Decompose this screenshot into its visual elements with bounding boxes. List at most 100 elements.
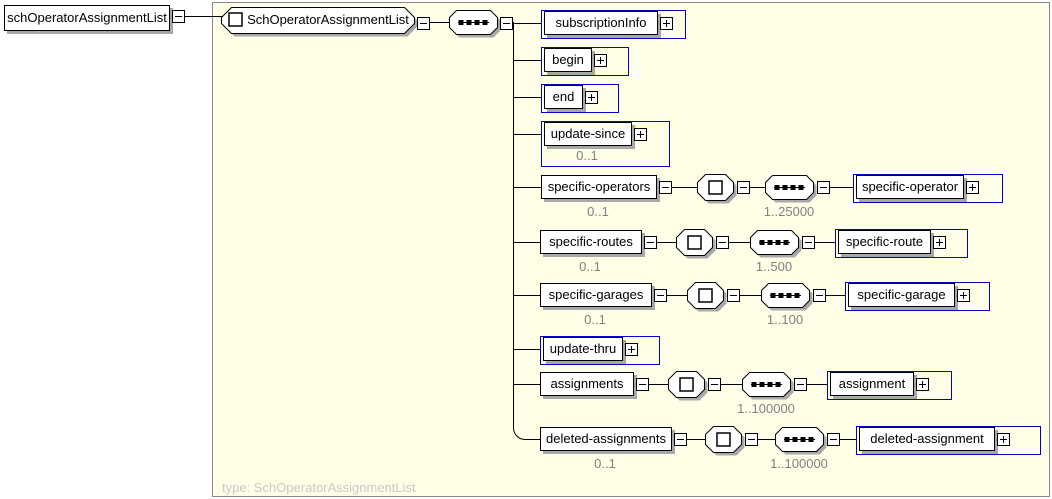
expand-toggle[interactable]: [966, 181, 979, 194]
collapse-toggle[interactable]: [716, 236, 729, 249]
connector-line: [740, 295, 761, 296]
cardinality-label: 1..25000: [763, 204, 815, 219]
complextype-icon: [697, 174, 737, 204]
element-begin[interactable]: begin: [544, 48, 592, 72]
complextype-icon: [676, 229, 716, 259]
collapse-toggle[interactable]: [417, 17, 430, 30]
connector-line: [514, 242, 541, 243]
expand-toggle[interactable]: [625, 343, 638, 356]
cardinality-label: 1..100: [766, 312, 804, 327]
cardinality-label: 0..1: [584, 312, 606, 327]
element-frame: [827, 371, 952, 400]
sequence-icon: [765, 175, 817, 203]
element-specific-operators[interactable]: specific-operators: [541, 175, 657, 199]
element-specific-operator[interactable]: specific-operator: [856, 175, 964, 199]
element-frame: [540, 336, 660, 365]
connector-line: [758, 439, 775, 440]
element-deleted-assignment[interactable]: deleted-assignment: [859, 427, 995, 451]
element-deleted-assignments[interactable]: deleted-assignments: [540, 427, 672, 451]
element-frame: [856, 426, 1041, 455]
collapse-toggle[interactable]: [827, 433, 840, 446]
cardinality-label: 1..500: [755, 259, 793, 274]
cardinality-label: 1..100000: [737, 401, 795, 416]
element-update-thru[interactable]: update-thru: [543, 337, 623, 361]
global-element-box[interactable]: schOperatorAssignmentList: [4, 5, 170, 31]
cardinality-label: 0..1: [587, 204, 609, 219]
element-frame: [845, 282, 990, 311]
collapse-toggle[interactable]: [708, 378, 721, 391]
expand-toggle[interactable]: [997, 433, 1010, 446]
cardinality-label: 0..1: [594, 456, 616, 471]
sequence-icon: [449, 10, 501, 38]
connector-line: [729, 242, 750, 243]
connector-line: [750, 187, 765, 188]
element-frame: [835, 229, 968, 258]
sequence-icon: [761, 283, 813, 311]
element-frame: [541, 10, 686, 39]
connector-line: [514, 349, 541, 350]
collapse-toggle[interactable]: [644, 236, 657, 249]
connector-line: [184, 16, 224, 17]
connector-line: [514, 60, 542, 61]
element-specific-garages[interactable]: specific-garages: [540, 283, 652, 307]
element-assignment[interactable]: assignment: [830, 372, 914, 396]
connector-line: [649, 384, 668, 385]
collapse-toggle[interactable]: [636, 378, 649, 391]
collapse-toggle[interactable]: [654, 289, 667, 302]
expand-toggle[interactable]: [933, 236, 946, 249]
element-frame: [853, 174, 1003, 203]
collapse-toggle[interactable]: [172, 10, 185, 23]
expand-toggle[interactable]: [594, 54, 607, 67]
expand-toggle[interactable]: [634, 128, 647, 141]
connector-line: [721, 384, 742, 385]
connector-line: [807, 384, 827, 385]
collapse-toggle[interactable]: [659, 181, 672, 194]
collapse-toggle[interactable]: [817, 181, 830, 194]
sequence-icon: [775, 427, 827, 455]
sequence-icon: [750, 230, 802, 258]
connector-line: [657, 242, 676, 243]
connector-line: [687, 439, 705, 440]
connector-line: [514, 134, 542, 135]
cardinality-label: 0..1: [579, 259, 601, 274]
complextype-icon: [668, 371, 708, 401]
cardinality-label: 0..1: [576, 148, 598, 163]
element-specific-route[interactable]: specific-route: [838, 230, 931, 254]
connector-line: [514, 97, 542, 98]
expand-toggle[interactable]: [957, 289, 970, 302]
element-subscriptionInfo[interactable]: subscriptionInfo: [544, 11, 658, 35]
tree-trunk-line: [513, 22, 514, 428]
connector-line: [840, 439, 856, 440]
collapse-toggle[interactable]: [794, 378, 807, 391]
expand-toggle[interactable]: [916, 378, 929, 391]
expand-toggle[interactable]: [585, 91, 598, 104]
element-specific-garage[interactable]: specific-garage: [848, 283, 955, 307]
collapse-toggle[interactable]: [813, 289, 826, 302]
element-end[interactable]: end: [544, 85, 583, 109]
complextype-icon: [228, 12, 243, 27]
connector-line: [526, 439, 541, 440]
connector-line: [667, 295, 687, 296]
element-frame: [541, 84, 619, 113]
root-element-box[interactable]: SchOperatorAssignmentList: [221, 7, 419, 37]
type-caption: type: SchOperatorAssignmentList: [222, 480, 416, 495]
connector-line: [672, 187, 697, 188]
connector-line: [514, 187, 542, 188]
connector-line: [815, 242, 835, 243]
collapse-toggle[interactable]: [802, 236, 815, 249]
element-update-since[interactable]: update-since: [544, 122, 632, 146]
connector-line: [830, 187, 853, 188]
collapse-toggle[interactable]: [727, 289, 740, 302]
complextype-icon: [705, 426, 745, 456]
element-assignments[interactable]: assignments: [540, 372, 634, 396]
element-specific-routes[interactable]: specific-routes: [540, 230, 642, 254]
collapse-toggle[interactable]: [737, 181, 750, 194]
sequence-icon: [742, 372, 794, 400]
connector-line: [514, 295, 541, 296]
element-frame: [541, 47, 629, 76]
collapse-toggle[interactable]: [745, 433, 758, 446]
expand-toggle[interactable]: [660, 17, 673, 30]
collapse-toggle[interactable]: [500, 17, 513, 30]
collapse-toggle[interactable]: [674, 433, 687, 446]
complextype-icon: [687, 282, 727, 312]
